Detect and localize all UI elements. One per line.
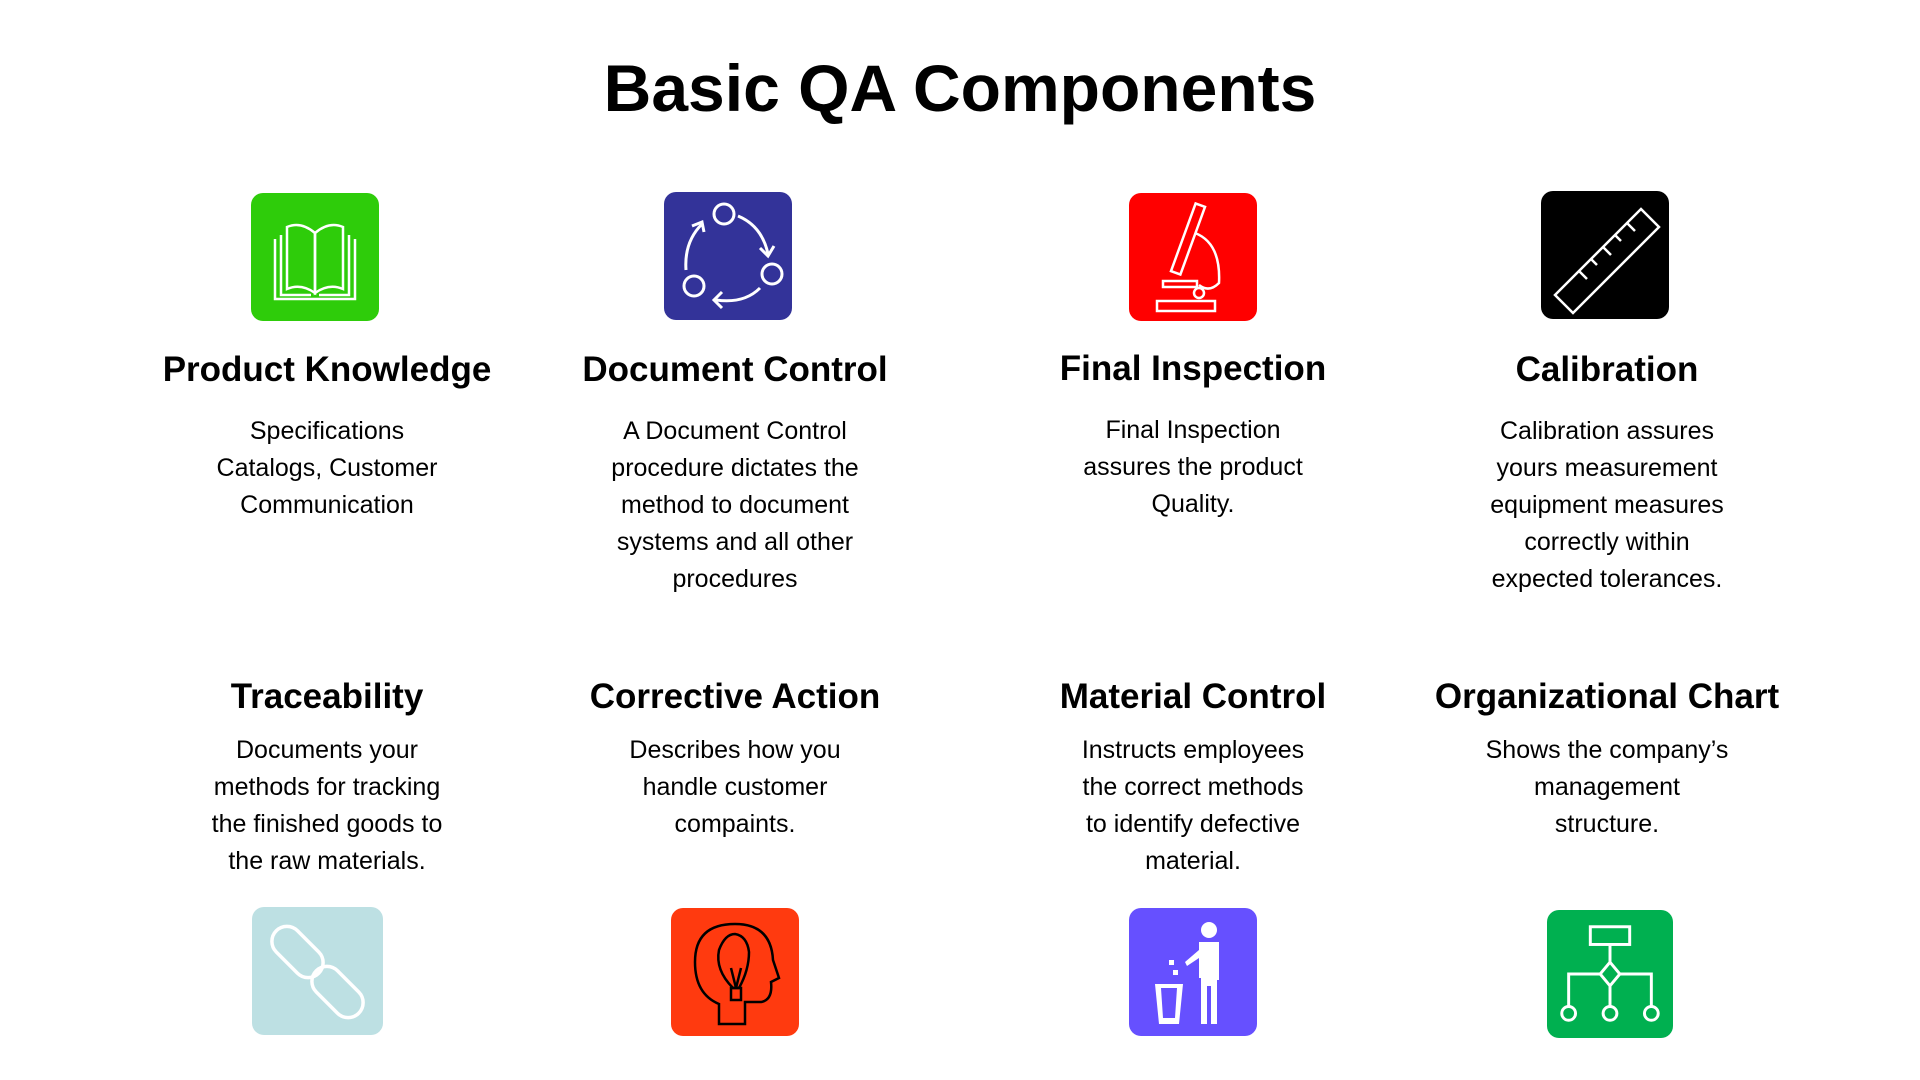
page-title: Basic QA Components: [603, 51, 1317, 125]
book-icon: [251, 193, 379, 321]
description-line: Documents your: [235, 736, 419, 764]
description-line: procedures: [672, 565, 798, 593]
description-line: A Document Control: [623, 417, 847, 445]
component-material-control: Material Control Instructs employees the …: [993, 676, 1393, 880]
description-line: the correct methods: [1082, 773, 1304, 801]
component-heading: Product Knowledge: [162, 350, 492, 389]
description-line: systems and all other: [616, 528, 854, 556]
description-line: methods for tracking: [213, 773, 441, 801]
description-line: management: [1534, 773, 1680, 801]
component-heading: Calibration: [1515, 350, 1699, 389]
description-line: Describes how you: [629, 736, 841, 764]
description-line: the raw materials.: [228, 847, 426, 875]
description-line: Quality.: [1151, 490, 1235, 518]
description-line: Catalogs, Customer: [216, 454, 438, 482]
chain-link-icon: [252, 907, 383, 1035]
description-line: Shows the company’s: [1485, 736, 1729, 764]
component-heading: Document Control: [582, 350, 888, 389]
description-line: correctly within: [1524, 528, 1690, 556]
description-line: handle customer: [642, 773, 828, 801]
component-heading: Traceability: [230, 677, 424, 716]
description-line: procedure dictates the: [611, 454, 859, 482]
component-traceability: Traceability Documents your methods for t…: [127, 676, 527, 880]
component-organizational-chart: Organizational Chart Shows the company’s…: [1407, 676, 1807, 843]
description-line: equipment measures: [1490, 491, 1724, 519]
description-line: Communication: [240, 491, 414, 519]
description-line: yours measurement: [1496, 454, 1718, 482]
component-heading: Organizational Chart: [1434, 677, 1780, 716]
component-corrective-action: Corrective Action Describes how you handl…: [535, 676, 935, 843]
description-line: Calibration assures: [1500, 417, 1714, 445]
component-heading: Corrective Action: [589, 677, 881, 716]
description-line: material.: [1145, 847, 1241, 875]
description-line: method to document: [621, 491, 849, 519]
description-line: expected tolerances.: [1491, 565, 1723, 593]
org-chart-icon: [1547, 910, 1673, 1038]
description-line: structure.: [1554, 810, 1660, 838]
component-heading: Material Control: [1059, 677, 1327, 716]
component-final-inspection: Final Inspection Final Inspection assures…: [993, 348, 1393, 523]
microscope-icon: [1129, 193, 1257, 321]
description-line: to identify defective: [1085, 810, 1300, 838]
component-heading: Final Inspection: [1059, 349, 1327, 388]
description-line: the finished goods to: [211, 810, 443, 838]
trash-person-icon: [1129, 908, 1257, 1036]
description-line: compaints.: [674, 810, 796, 838]
description-line: Instructs employees: [1081, 736, 1305, 764]
ruler-icon: [1541, 191, 1669, 319]
description-line: Final Inspection: [1105, 416, 1281, 444]
description-line: assures the product: [1083, 453, 1303, 481]
component-calibration: Calibration Calibration assures yours mea…: [1407, 349, 1807, 598]
head-lightbulb-icon: [671, 908, 799, 1036]
description-line: Specifications: [249, 417, 405, 445]
cycle-icon: [664, 192, 792, 320]
component-document-control: Document Control A Document Control proce…: [535, 349, 935, 598]
